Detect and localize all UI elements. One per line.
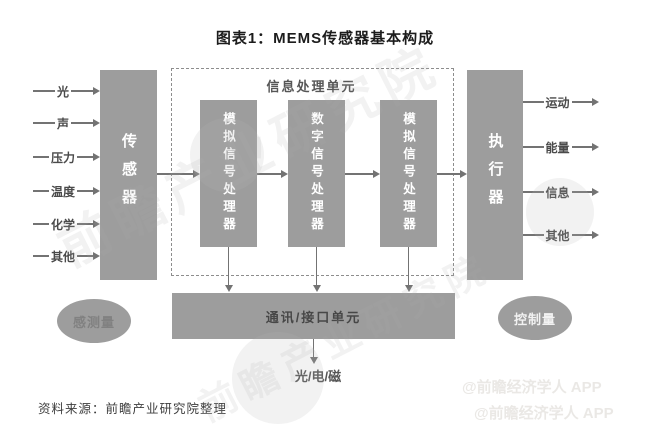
input-arrow-chemical: 化学 [33, 215, 101, 233]
arrow-head-icon [224, 285, 233, 292]
input-arrow-pressure: 压力 [33, 148, 101, 166]
arrow-line [77, 223, 94, 225]
input-arrow-temperature: 温度 [33, 182, 101, 200]
output-label: 运动 [545, 95, 570, 110]
down-arrow-p2-to-comm [312, 247, 321, 292]
arrow-line [33, 255, 49, 257]
input-arrow-light: 光 [33, 82, 101, 100]
chart-title: 图表1：MEMS传感器基本构成 [215, 30, 435, 47]
arrow-line [523, 101, 544, 103]
comm-interface-block: 通讯/接口单元 [172, 293, 455, 339]
input-label: 其他 [51, 249, 76, 264]
arrow-line [33, 90, 55, 92]
arrow-head-icon [592, 143, 600, 151]
arrow-head-icon [373, 170, 380, 178]
processor-label: 数字信号处理器 [309, 112, 323, 235]
arrow-head-icon [93, 252, 101, 260]
arrow-line [407, 247, 410, 285]
arrow-head-icon [193, 170, 200, 178]
arrow-line [523, 191, 544, 193]
arrow-head-icon [312, 285, 321, 292]
arrow-line [227, 247, 230, 285]
arrow-line [33, 122, 55, 124]
arrow-head-icon [404, 285, 413, 292]
arrow-line [571, 234, 593, 236]
analog-processor-block-2: 模拟信号处理器 [380, 100, 437, 247]
arrow-line [312, 339, 315, 357]
flow-arrow-p1-to-p2 [257, 169, 288, 179]
processing-unit-box [171, 68, 454, 276]
arrow-line [71, 90, 94, 92]
arrow-line [571, 146, 593, 148]
sensor-block-label: 传感器 [120, 133, 137, 217]
actuator-block-label: 执行器 [486, 133, 504, 217]
processor-label: 模拟信号处理器 [221, 112, 235, 235]
analog-processor-block-1: 模拟信号处理器 [200, 100, 257, 247]
arrow-head-icon [93, 187, 101, 195]
arrow-head-icon [93, 87, 101, 95]
flow-arrow-p2-to-p3 [345, 169, 380, 179]
input-arrow-sound: 声 [33, 114, 101, 132]
arrow-line [345, 173, 373, 175]
comm-output-label: 光/电/磁 [294, 369, 342, 384]
arrow-head-icon [592, 188, 600, 196]
input-label: 光 [57, 84, 70, 99]
output-arrow-other: 其他 [523, 226, 600, 244]
output-arrow-information: 信息 [523, 183, 600, 201]
arrow-line [523, 234, 544, 236]
arrow-line [33, 156, 49, 158]
arrow-head-icon [460, 170, 467, 178]
arrow-head-icon [93, 220, 101, 228]
arrow-line [437, 173, 460, 175]
input-label: 声 [57, 116, 70, 131]
arrow-line [571, 101, 593, 103]
watermark-corner-text: @前瞻经济学人 APP [474, 405, 614, 422]
flow-arrow-p3-to-actuator [437, 169, 467, 179]
arrow-head-icon [592, 231, 600, 239]
arrow-head-icon [93, 119, 101, 127]
digital-processor-block: 数字信号处理器 [288, 100, 345, 247]
arrow-line [33, 190, 49, 192]
processor-label: 模拟信号处理器 [401, 112, 415, 235]
arrow-head-icon [309, 357, 318, 364]
sensor-block: 传感器 [100, 70, 157, 280]
input-label: 温度 [51, 184, 76, 199]
sensed-quantity-ellipse: 感测量 [57, 299, 131, 343]
input-label: 化学 [51, 217, 76, 232]
arrow-line [315, 247, 318, 285]
controlled-quantity-ellipse: 控制量 [498, 296, 572, 340]
arrow-line [157, 173, 193, 175]
output-label: 信息 [545, 185, 570, 200]
arrow-line [71, 122, 94, 124]
arrow-line [257, 173, 281, 175]
output-label: 能量 [545, 140, 570, 155]
output-label: 其他 [545, 228, 570, 243]
source-note: 资料来源：前瞻产业研究院整理 [38, 402, 228, 416]
down-arrow-p1-to-comm [224, 247, 233, 292]
down-arrow-p3-to-comm [404, 247, 413, 292]
arrow-line [77, 255, 94, 257]
processing-unit-title: 信息处理单元 [266, 79, 357, 94]
arrow-line [77, 190, 94, 192]
input-arrow-other: 其他 [33, 247, 101, 265]
output-arrow-energy: 能量 [523, 138, 600, 156]
output-arrow-motion: 运动 [523, 93, 600, 111]
arrow-head-icon [281, 170, 288, 178]
arrow-line [571, 191, 593, 193]
watermark-corner-text: @前瞻经济学人 APP [462, 379, 602, 396]
actuator-block: 执行器 [467, 70, 523, 280]
flow-arrow-sensor-to-p1 [157, 169, 200, 179]
arrow-head-icon [93, 153, 101, 161]
down-arrow-comm-output [309, 339, 318, 364]
arrow-head-icon [592, 98, 600, 106]
arrow-line [77, 156, 94, 158]
arrow-line [33, 223, 49, 225]
arrow-line [523, 146, 544, 148]
input-label: 压力 [51, 150, 76, 165]
